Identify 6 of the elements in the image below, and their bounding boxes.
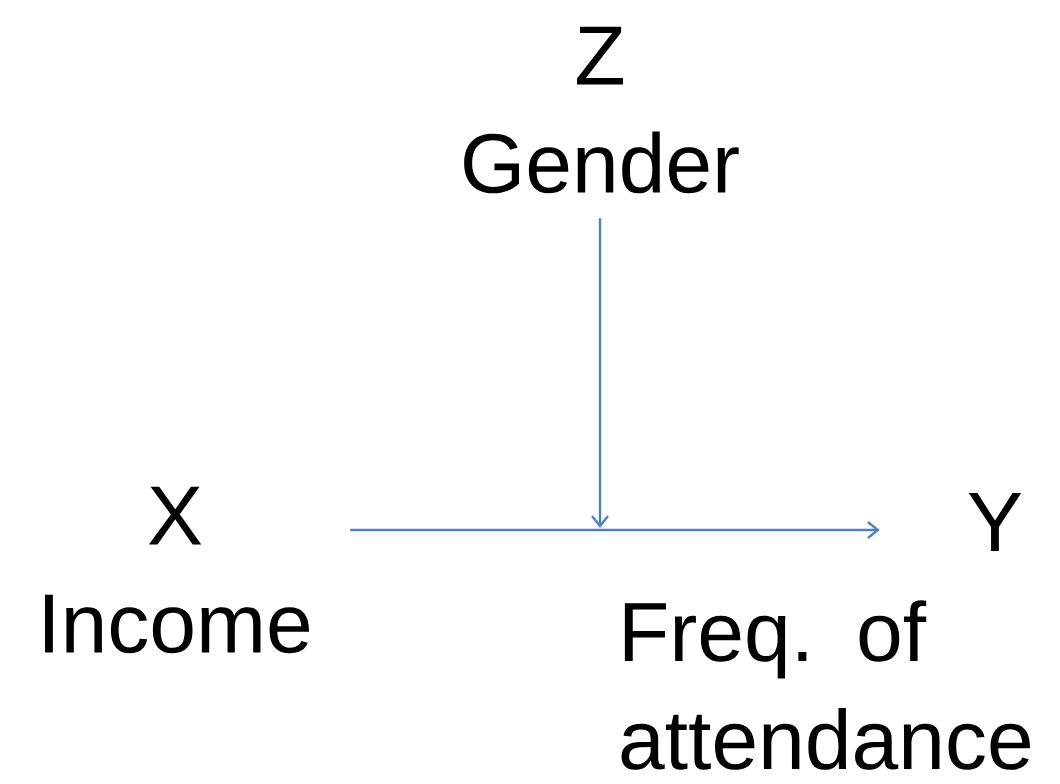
variable-name: Freq. of attendance: [621, 600, 1030, 770]
variable-label: Z Gender: [464, 26, 739, 194]
arrow: [591, 218, 609, 528]
variable-label: Y: [968, 493, 1022, 551]
variable-label: X Income: [45, 486, 309, 654]
arrow: [350, 521, 880, 539]
